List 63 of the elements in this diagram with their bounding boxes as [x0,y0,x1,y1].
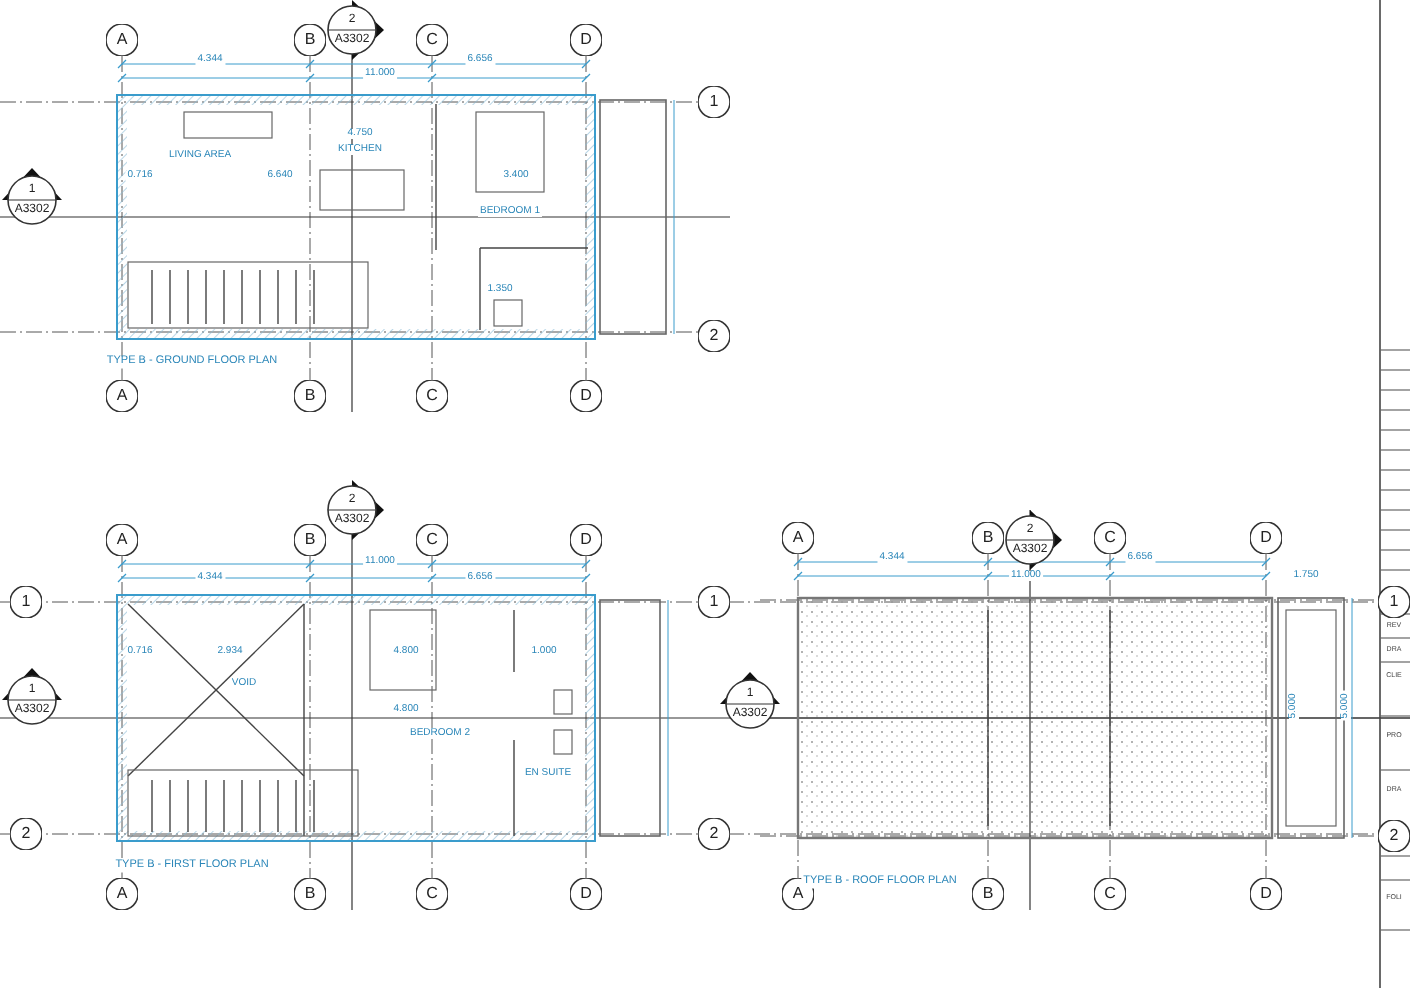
grid-label: C [424,886,440,902]
grid-label: A [114,32,130,48]
grid-bubble [416,524,448,556]
grid-label: 2 [19,826,33,842]
grid-bubble [570,380,602,412]
grid-label: D [578,886,594,902]
grid-bubble [10,586,42,618]
grid-label: 1 [19,594,33,610]
grid-label: B [302,532,318,548]
grid-label: C [424,532,440,548]
grid-bubble [698,86,730,118]
grid-bubble [294,878,326,910]
grid-label: C [1102,886,1118,902]
grid-bubble [570,878,602,910]
grid-bubble [782,522,814,554]
grid-label: D [578,388,594,404]
grid-bubble [1094,522,1126,554]
grid-label: C [424,388,440,404]
grid-bubble [106,878,138,910]
grid-bubble [1094,878,1126,910]
grid-bubble [698,586,730,618]
grid-label: A [114,886,130,902]
grid-label: B [302,886,318,902]
grid-label: B [302,32,318,48]
grid-bubble [1378,820,1410,852]
grid-label: 2 [707,328,721,344]
grid-bubble [294,380,326,412]
grid-bubble [10,818,42,850]
grid-bubble [106,380,138,412]
grid-bubble [972,522,1004,554]
grid-label: A [114,388,130,404]
grid-label: 1 [707,594,721,610]
grid-bubble [1378,586,1410,618]
grid-bubble [416,878,448,910]
grid-bubble [416,380,448,412]
grid-label: D [578,532,594,548]
grid-bubble [570,24,602,56]
grid-bubble [294,24,326,56]
grid-label: 2 [707,826,721,842]
grid-label: A [114,532,130,548]
grid-label: 2 [1387,828,1401,844]
grid-bubble [698,320,730,352]
grid-label: D [1258,530,1274,546]
grid-label: B [980,886,996,902]
grid-label: B [980,530,996,546]
grid-label: D [1258,886,1274,902]
grid-label: C [424,32,440,48]
grid-bubble [106,24,138,56]
grid-bubble [698,818,730,850]
grid-label: D [578,32,594,48]
grid-bubble [972,878,1004,910]
grid-label: A [790,530,806,546]
grid-bubble [1250,878,1282,910]
grid-label: B [302,388,318,404]
grid-label: A [790,886,806,902]
grid-bubble [570,524,602,556]
grid-label: 1 [1387,594,1401,610]
grid-bubble [294,524,326,556]
grid-bubble [416,24,448,56]
grid-label: C [1102,530,1118,546]
grid-bubble [106,524,138,556]
grid-label: 1 [707,94,721,110]
grid-bubble [1250,522,1282,554]
